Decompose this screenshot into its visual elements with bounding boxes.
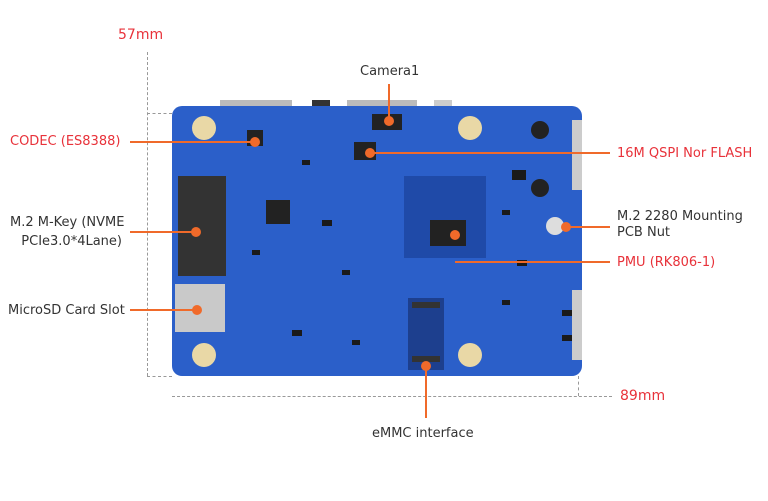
mounting-hole: [192, 116, 216, 140]
hdmi-port: [220, 100, 292, 108]
label-mount-line2: PCB Nut: [617, 225, 671, 240]
label-mount-line1: M.2 2280 Mounting: [617, 209, 743, 224]
height-tick-top: [147, 113, 172, 114]
pmu-chip: [430, 220, 466, 246]
leader-codec: [130, 141, 255, 143]
height-dimension: 57mm: [118, 27, 164, 43]
pcb-substrate: [172, 106, 582, 376]
audio-jack: [312, 100, 330, 106]
mounting-hole: [458, 343, 482, 367]
marker-m2: [191, 227, 201, 237]
pcb-board: [172, 100, 582, 376]
inductor: [531, 179, 549, 197]
leader-flash: [370, 152, 610, 154]
leader-pmu: [455, 261, 610, 263]
usb-c-port: [572, 290, 582, 360]
mounting-hole: [458, 116, 482, 140]
leader-camera: [388, 84, 390, 120]
button: [434, 100, 452, 108]
leader-mount: [566, 226, 610, 228]
height-tick-bottom: [147, 376, 172, 377]
emmc-connector: [412, 302, 440, 308]
label-m2-line2: PCIe3.0*4Lane): [21, 234, 122, 249]
label-flash: 16M QSPI Nor FLASH: [617, 146, 753, 161]
label-emmc: eMMC interface: [372, 426, 474, 441]
marker-pmu: [450, 230, 460, 240]
marker-camera: [384, 116, 394, 126]
marker-flash: [365, 148, 375, 158]
label-camera: Camera1: [360, 64, 420, 79]
mounting-hole: [192, 343, 216, 367]
emmc-connector: [412, 356, 440, 362]
marker-microsd: [192, 305, 202, 315]
width-dimension: 89mm: [620, 388, 666, 404]
marker-codec: [250, 137, 260, 147]
m2-slot: [178, 176, 226, 276]
width-dimension-line: [172, 396, 612, 397]
leader-m2: [130, 231, 196, 233]
label-pmu: PMU (RK806-1): [617, 255, 716, 270]
leader-microsd: [130, 309, 197, 311]
usb-port: [572, 120, 582, 190]
label-microsd: MicroSD Card Slot: [8, 303, 125, 318]
inductor: [531, 121, 549, 139]
width-tick: [578, 376, 579, 396]
hdmi-port-2: [347, 100, 417, 108]
label-m2-line1: M.2 M-Key (NVME: [10, 215, 125, 230]
chip: [266, 200, 290, 224]
m2-mounting-nut: [546, 217, 564, 235]
smd-components: [252, 160, 572, 345]
height-dimension-line: [147, 52, 148, 376]
label-codec: CODEC (ES8388): [10, 134, 121, 149]
leader-emmc: [425, 365, 427, 418]
marker-mount: [561, 222, 571, 232]
marker-emmc: [421, 361, 431, 371]
